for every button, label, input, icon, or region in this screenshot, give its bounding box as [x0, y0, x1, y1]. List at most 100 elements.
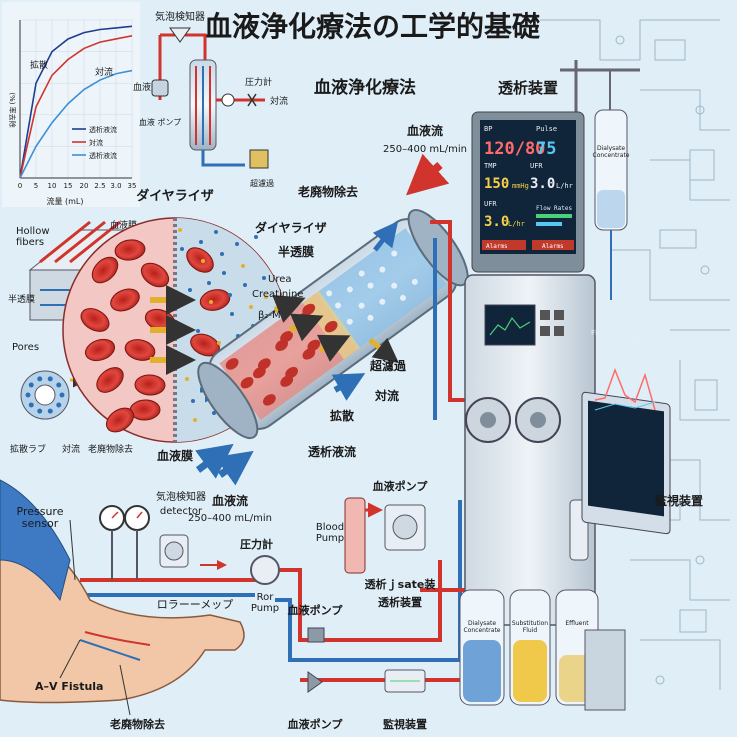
dialysate-device-label-2: 透析装置 [378, 595, 422, 609]
top-blood-in-label: 血液流 [407, 123, 443, 138]
bottom-bag-label-2: Effluent [565, 620, 589, 627]
creatinine-label: Creatinine [252, 289, 303, 300]
chart-legend-entry: 透析液流 [89, 125, 117, 134]
red-blood-cell [91, 256, 119, 284]
chart-x-axis-label: 流量 (mL) [46, 196, 83, 206]
dialysate-device-label: 透析ｊsate装 [365, 577, 436, 592]
chart-x-tick: 5 [34, 182, 38, 190]
red-blood-cell [124, 339, 156, 361]
bottom-blood-in-label: 血液流 [212, 493, 248, 508]
bp-value: 120/80 [484, 139, 545, 159]
flow-screen-label: Flow [591, 329, 607, 337]
red-blood-cell [84, 338, 116, 362]
circuit-background [540, 19, 730, 690]
red-blood-cell [186, 247, 214, 273]
red-blood-cell [140, 262, 170, 288]
machine-mini-screen [484, 304, 536, 346]
machine-button-4[interactable] [554, 326, 564, 336]
pulse-label: Pulse [536, 125, 557, 133]
top-convection-label: 対流 [270, 95, 288, 107]
alarm-indicator-1 [482, 240, 526, 250]
monitor-screen [480, 120, 576, 254]
blood-pump-label-3: 血液ポンプ [373, 479, 429, 493]
machine-title: 透析装置 [498, 79, 558, 97]
red-blood-cell [96, 367, 124, 393]
alarm-1-label: Alarms [486, 243, 508, 250]
alarm-indicator-2 [532, 240, 574, 250]
top-ultrafiltration-label: 超濾過 [250, 178, 274, 188]
red-blood-cell [110, 288, 140, 312]
tmp-label: TMP [484, 162, 497, 170]
bottom-pressure-label: 圧力計 [240, 537, 273, 551]
center-ultrafiltration-label: 超濾過 [369, 358, 407, 373]
chart-x-tick: 0 [18, 182, 22, 190]
chart-axes [19, 20, 132, 179]
chart-annotation-diffusion: 拡散 [30, 59, 48, 71]
chart-x-tick: 15 [64, 182, 73, 190]
chart-x-tick: 35 [128, 182, 137, 190]
bottom-waste-label: 老廃物除去 [109, 717, 165, 731]
filter-icon [249, 149, 269, 169]
dialysis-machine: 透析装置 BP 120/80 Pulse 75 TMP 150 mmHg UFR… [459, 60, 703, 711]
machine-button-3[interactable] [540, 326, 550, 336]
blood-pump-small-icon [151, 79, 169, 97]
bottom-blood-in-rate: 250–400 mL/min [188, 513, 272, 524]
dialyzer-tube: ダイヤライザ 半透膜 老廃物除去 Urea Creatinine β₂-M 超濾… [188, 123, 469, 524]
chart-series-line-2 [19, 69, 133, 179]
chart-background [2, 2, 140, 207]
red-blood-cell [134, 374, 166, 396]
center-diffusion-label: 拡散 [330, 408, 355, 423]
chart-x-tick: 10 [48, 182, 57, 190]
chart-series-line-0 [19, 25, 133, 179]
dialysate-flow-label: 透析液流 [308, 444, 356, 459]
av-fistula-label: A–V Fistula [35, 680, 103, 693]
bottom-monitor-label: 監視装置 [383, 717, 427, 731]
bubble-detector-label: 気泡検知器 [155, 10, 205, 23]
flow-rates-label: Flow Rates [536, 205, 573, 212]
patient-sleeve [0, 479, 71, 602]
top-blood-in-rate: 250–400 mL/min [383, 144, 467, 155]
tmp-unit: mmHg [512, 182, 529, 190]
chart-series-line-1 [19, 35, 133, 179]
ufr-unit: L/hr [556, 182, 573, 190]
machine-button-2[interactable] [554, 310, 564, 320]
urea-label: Urea [268, 274, 292, 285]
red-blood-cell [114, 239, 146, 261]
chart-legend-entry: 透析液流 [89, 151, 117, 160]
tmp-value: 150 [484, 176, 509, 192]
chart-x-tick: 2.5 [94, 182, 105, 190]
ufr2-value: 3.0 [484, 214, 509, 230]
center-convection-label: 対流 [374, 388, 399, 403]
roller-pump-icon [250, 555, 280, 585]
center-dialyzer-title: ダイヤライザ [255, 220, 327, 235]
blood-pump-label-1: 血液ポンプ [288, 603, 344, 617]
machine-button-1[interactable] [540, 310, 550, 320]
chart-x-tick: 3.0 [110, 182, 121, 190]
chart-annotation-convection: 対流 [95, 66, 113, 78]
valve-2-icon [307, 671, 323, 693]
pressure-gauge-small-icon [221, 93, 235, 107]
red-blood-cells [80, 239, 231, 433]
page-title: 血液浄化療法の工学的基礎 [204, 10, 540, 43]
blood-pump-cylinder-icon [344, 497, 366, 574]
valve-1-icon [307, 627, 325, 643]
red-blood-cell [80, 308, 110, 332]
b2m-label: β₂-M [258, 310, 281, 321]
pressure-fluid-screen-label: Pressure Fluid [628, 335, 670, 342]
center-waste-label: 老廃物除去 [298, 184, 358, 199]
top-flow-diagram: 気泡検知器 血液流 血液 ポンプ 圧力計 対流 超濾過 [133, 10, 288, 188]
top-pressure-label: 圧力計 [245, 76, 272, 88]
ufr2-unit: L/hr [508, 220, 525, 228]
left-dialyzer-title: ダイヤライザ [136, 188, 214, 204]
